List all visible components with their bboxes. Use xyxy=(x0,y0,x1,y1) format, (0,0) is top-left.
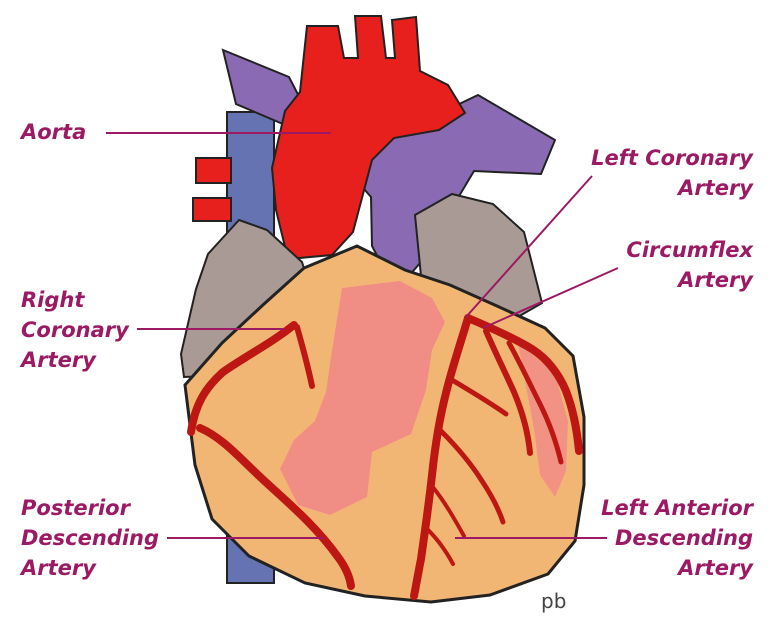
left-coronary-leader-line xyxy=(465,175,593,318)
left-anterior-descending-artery xyxy=(410,314,472,600)
diagonal-artery-1 xyxy=(483,328,533,456)
lad-branch-2 xyxy=(438,428,506,525)
circumflex-artery-label: Circumflex Artery xyxy=(626,238,753,292)
ischemic-area xyxy=(280,281,445,515)
circumflex-leader-line xyxy=(482,267,619,329)
circumflex-artery xyxy=(464,314,583,455)
posterior-descending-artery-label: Posterior Descending Artery xyxy=(21,496,160,580)
artist-signature: pb xyxy=(541,589,567,613)
left-anterior-descending-artery-label: Left Anterior Descending Artery xyxy=(601,496,753,580)
left-coronary-artery-label: Left Coronary Artery xyxy=(591,146,753,200)
lad-branch-1 xyxy=(449,377,509,417)
lad-branch-3 xyxy=(430,484,466,538)
right-marginal-artery xyxy=(294,324,315,389)
posterior-descending-artery xyxy=(196,424,355,590)
vena-cava-branch-1 xyxy=(195,157,232,184)
right-coronary-artery xyxy=(187,321,298,436)
vena-cava-branch-2 xyxy=(192,197,232,222)
aorta-label: Aorta xyxy=(21,120,87,144)
diagonal-artery-2 xyxy=(506,340,564,465)
coronary-arteries xyxy=(187,314,583,600)
lad-branch-4 xyxy=(423,525,455,566)
right-coronary-artery-label: Right Coronary Artery xyxy=(21,288,129,372)
label-leader-lines xyxy=(106,132,619,539)
aorta-shape xyxy=(270,15,467,261)
